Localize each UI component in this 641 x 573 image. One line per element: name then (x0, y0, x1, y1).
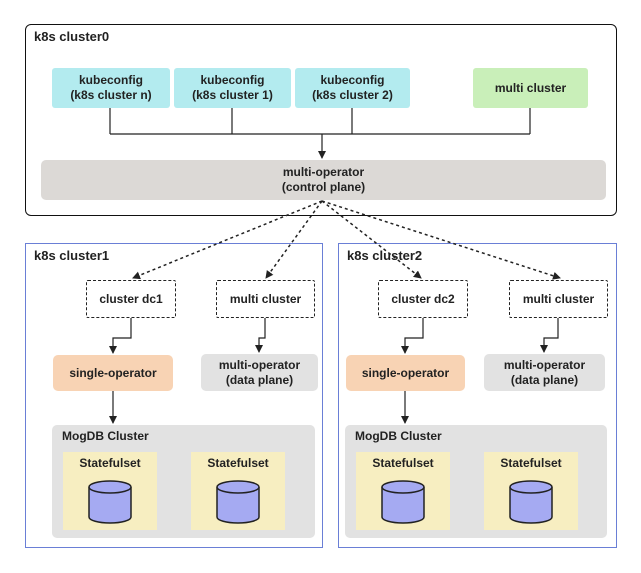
kubeconfig-cluster-1: kubeconfig (k8s cluster 1) (174, 68, 291, 108)
cluster2-statefulset-b: Statefulset (484, 452, 578, 530)
database-cylinder-icon (381, 480, 425, 524)
database-cylinder-icon (216, 480, 260, 524)
cluster1-statefulset-b: Statefulset (191, 452, 285, 530)
statefulset-label: Statefulset (207, 456, 269, 470)
multi-cluster-node: multi cluster (473, 68, 588, 108)
cluster1-statefulset-a: Statefulset (63, 452, 157, 530)
multi-operator-control-plane: multi-operator (control plane) (41, 160, 606, 200)
kubeconfig-cluster-n: kubeconfig (k8s cluster n) (52, 68, 170, 108)
statefulset-label: Statefulset (500, 456, 562, 470)
k8s-cluster2-title: k8s cluster2 (347, 248, 423, 263)
k8s-cluster0-title: k8s cluster0 (34, 29, 110, 44)
kubeconfig-cluster-2: kubeconfig (k8s cluster 2) (295, 68, 410, 108)
cluster1-multi-operator-data-plane: multi-operator (data plane) (201, 354, 318, 391)
cluster1-multi-cluster-node: multi cluster (216, 280, 315, 318)
cluster2-multi-operator-data-plane: multi-operator (data plane) (484, 354, 605, 391)
k8s-cluster1-title: k8s cluster1 (34, 248, 110, 263)
statefulset-label: Statefulset (79, 456, 141, 470)
cluster2-single-operator: single-operator (346, 355, 465, 391)
cluster2-multi-cluster-node: multi cluster (509, 280, 608, 318)
database-cylinder-icon (509, 480, 553, 524)
statefulset-label: Statefulset (372, 456, 434, 470)
cluster2-statefulset-a: Statefulset (356, 452, 450, 530)
cluster-dc2-node: cluster dc2 (378, 280, 468, 318)
cluster-dc1-node: cluster dc1 (86, 280, 176, 318)
cluster1-single-operator: single-operator (53, 355, 173, 391)
database-cylinder-icon (88, 480, 132, 524)
cluster2-mogdb-cluster-title: MogDB Cluster (355, 429, 442, 443)
cluster1-mogdb-cluster-title: MogDB Cluster (62, 429, 149, 443)
cluster1-mogdb-cluster: MogDB Cluster Statefulset Statefulset (52, 425, 315, 538)
cluster2-mogdb-cluster: MogDB Cluster Statefulset Statefulset (345, 425, 607, 538)
